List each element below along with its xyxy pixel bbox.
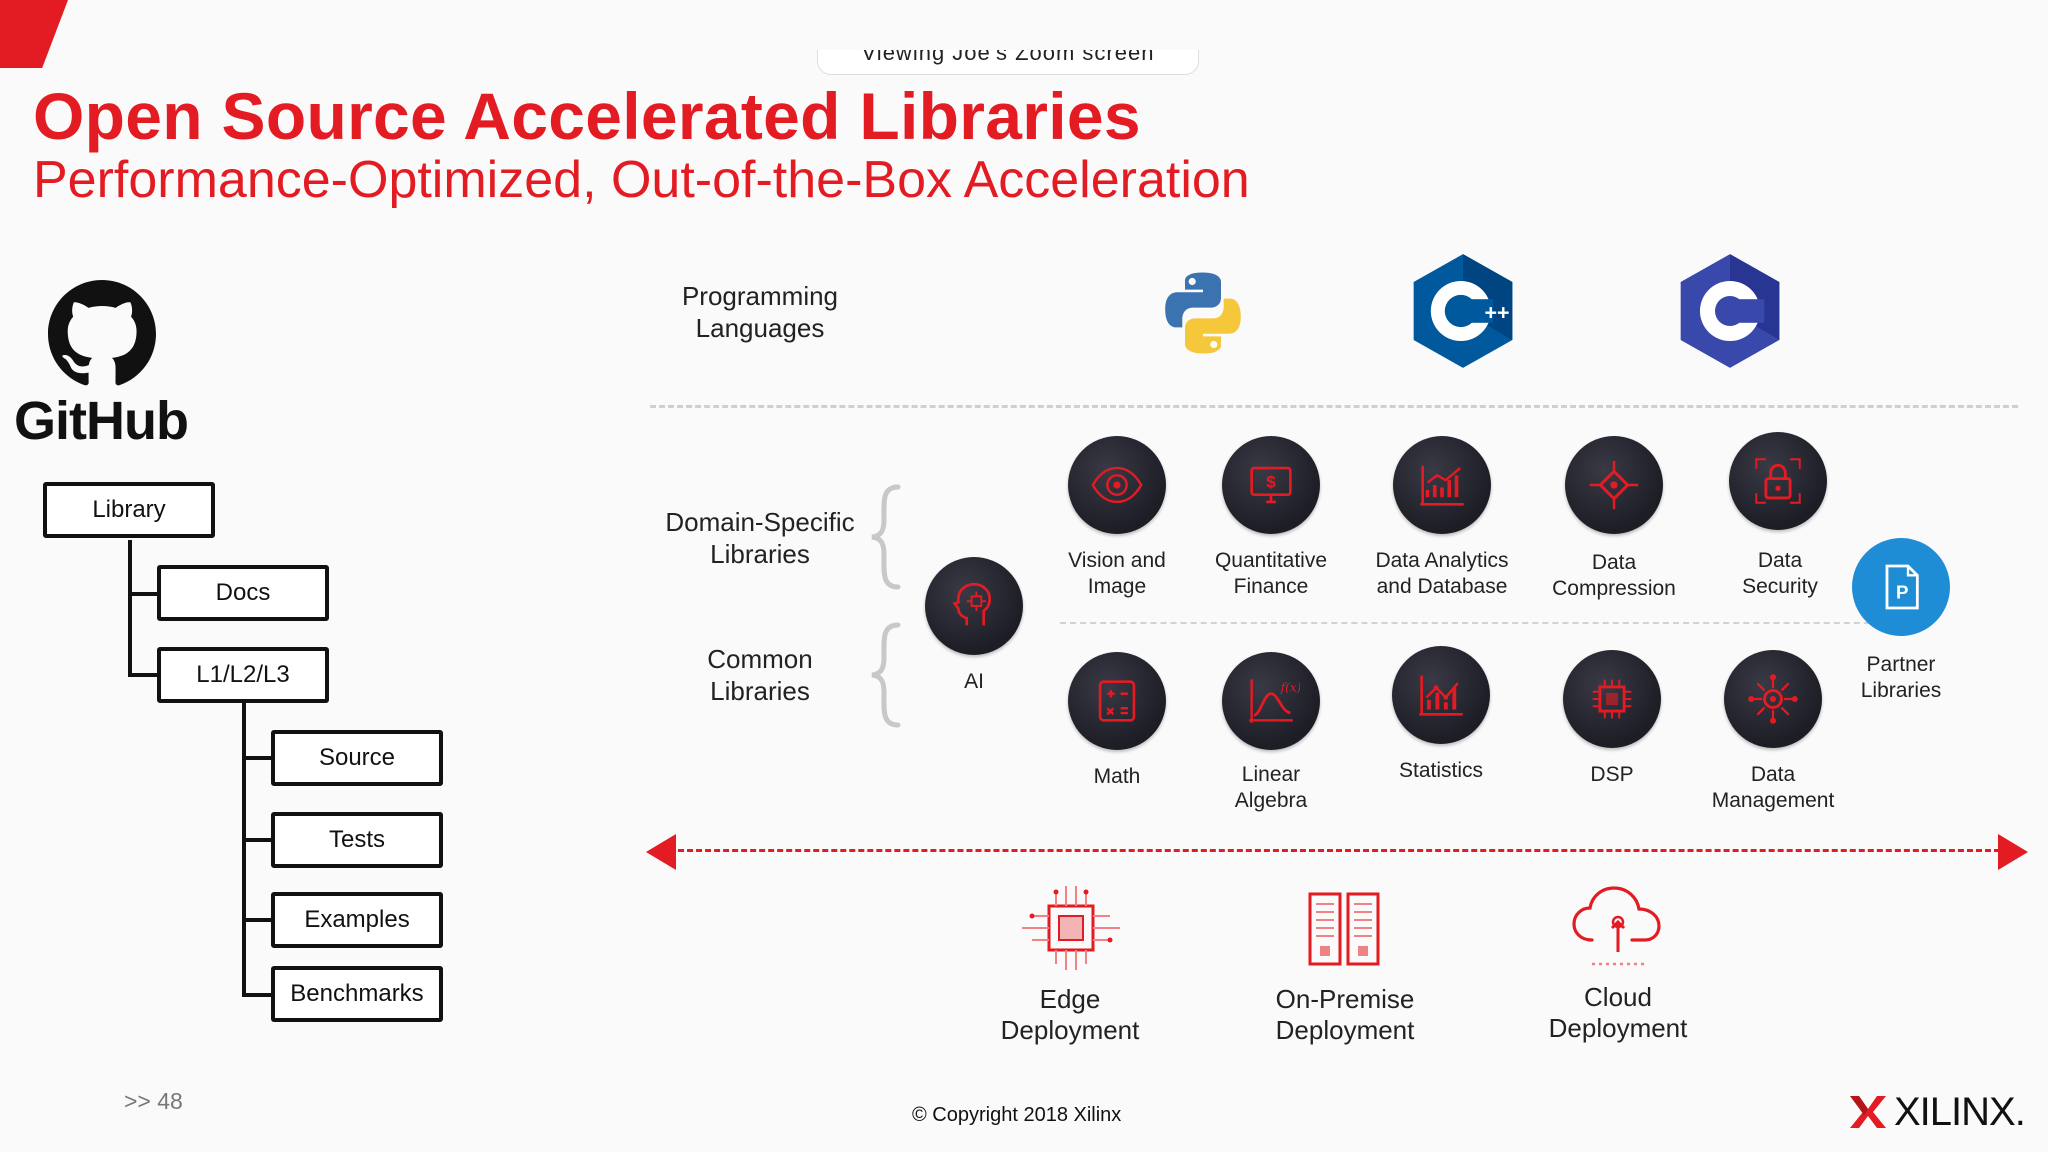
lib-quant-finance: $	[1222, 436, 1320, 534]
tree-node-examples: Examples	[271, 892, 443, 948]
finance-monitor-icon: $	[1250, 466, 1292, 504]
label-math: Math	[1093, 765, 1141, 788]
tree-connector	[128, 540, 132, 675]
label-vision-image: Vision and Image	[1068, 549, 1166, 598]
python-icon	[1165, 272, 1241, 354]
lib-dsp	[1563, 650, 1661, 748]
label-data-security: Data Security	[1742, 549, 1818, 598]
label-data-analytics: Data Analytics and Database	[1375, 549, 1509, 598]
svg-text:P: P	[1896, 582, 1908, 603]
lib-data-security	[1729, 432, 1827, 530]
tree-connector	[242, 918, 274, 922]
lib-vision-image	[1068, 436, 1166, 534]
function-graph-icon: f(x)	[1249, 679, 1300, 723]
label-edge-deployment: Edge Deployment	[1000, 984, 1140, 1045]
common-libraries-label: Common Libraries	[707, 644, 813, 706]
edge-chip-icon	[1022, 886, 1120, 970]
lib-data-analytics	[1393, 436, 1491, 534]
lib-data-compression	[1565, 436, 1663, 534]
tree-connector	[128, 673, 160, 677]
separator-languages	[650, 405, 2018, 408]
tree-node-levels: L1/L2/L3	[157, 647, 329, 703]
copyright-text: © Copyright 2018 Xilinx	[912, 1104, 1122, 1126]
svg-text:++: ++	[1484, 301, 1509, 325]
lib-math	[1068, 652, 1166, 750]
xilinx-x-icon	[1850, 1096, 1886, 1128]
ai-head-icon	[952, 582, 992, 626]
github-octocat-icon	[48, 280, 156, 386]
cpp-icon: ++	[1413, 254, 1513, 368]
svg-text:f(x): f(x)	[1280, 680, 1300, 694]
share-banner-text: Viewing Joe's Zoom screen	[861, 50, 1155, 65]
tree-node-library: Library	[43, 482, 215, 538]
label-data-compression: Data Compression	[1552, 551, 1676, 600]
chip-icon	[1592, 679, 1632, 719]
tree-node-tests: Tests	[271, 812, 443, 868]
label-dsp: DSP	[1590, 763, 1634, 786]
slide-title: Open Source Accelerated Libraries	[33, 79, 1141, 153]
slide-subtitle: Performance-Optimized, Out-of-the-Box Ac…	[33, 151, 1250, 209]
compression-icon	[1589, 460, 1639, 510]
partner-document-icon: P	[1885, 564, 1919, 610]
label-data-management: Data Management	[1711, 763, 1835, 812]
brace-domain	[871, 484, 901, 590]
tree-node-docs: Docs	[157, 565, 329, 621]
xilinx-wordmark: XILINX.	[1894, 1089, 2026, 1134]
brace-common	[871, 622, 901, 728]
label-on-premise-deployment: On-Premise Deployment	[1275, 984, 1415, 1045]
tree-connector	[242, 703, 246, 995]
page-number: >> 48	[124, 1088, 183, 1114]
label-linear-algebra: Linear Algebra	[1234, 763, 1308, 812]
label-cloud-deployment: Cloud Deployment	[1548, 982, 1688, 1043]
tree-connector	[242, 838, 274, 842]
tree-connector	[242, 993, 274, 997]
svg-text:$: $	[1266, 472, 1276, 491]
gear-network-icon	[1748, 674, 1798, 724]
lib-linear-algebra: f(x)	[1222, 652, 1320, 750]
arrow-right-head	[1998, 834, 2028, 870]
tree-connector	[242, 756, 274, 760]
calculator-icon	[1098, 680, 1136, 722]
arrow-left-head	[646, 834, 676, 870]
label-partner-libraries: Partner Libraries	[1860, 653, 1942, 702]
statistics-chart-icon	[1419, 675, 1463, 716]
label-quant-finance: Quantitative Finance	[1214, 549, 1328, 598]
lib-statistics	[1392, 646, 1490, 744]
eye-icon	[1091, 466, 1143, 504]
tree-node-benchmarks: Benchmarks	[271, 966, 443, 1022]
xilinx-logo: XILINX.	[1848, 1089, 2026, 1134]
separator-libraries	[1060, 622, 1890, 624]
on-premise-server-icon	[1308, 892, 1380, 966]
deployment-arrow-line	[660, 849, 2000, 852]
c-icon	[1680, 254, 1780, 368]
lock-icon	[1755, 458, 1801, 504]
cloud-icon	[1572, 886, 1661, 966]
lib-data-management	[1724, 650, 1822, 748]
programming-languages-label: Programming Languages	[681, 281, 839, 343]
corner-accent	[0, 0, 68, 68]
github-wordmark: GitHub	[14, 391, 189, 451]
ai-circle	[925, 557, 1023, 655]
domain-specific-label: Domain-Specific Libraries	[665, 507, 855, 569]
label-statistics: Statistics	[1398, 759, 1484, 782]
analytics-chart-icon	[1420, 465, 1464, 506]
tree-node-source: Source	[271, 730, 443, 786]
zoom-share-banner[interactable]: Viewing Joe's Zoom screen	[817, 50, 1199, 75]
tree-connector	[128, 592, 160, 596]
ai-label: AI	[964, 670, 984, 693]
partner-libraries-circle: P	[1852, 538, 1950, 636]
